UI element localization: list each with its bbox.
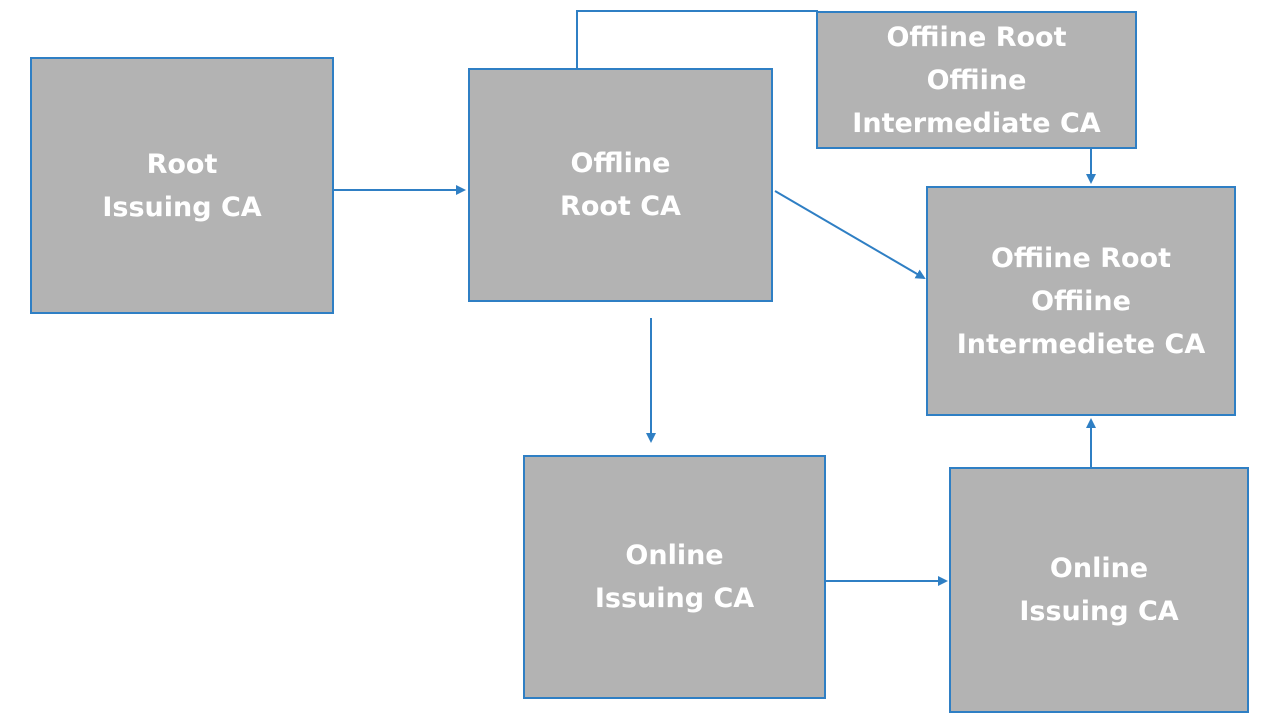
mid-intermediate-ca-box: Offiine Root Offiine Intermediete CA: [926, 186, 1236, 416]
node-label-line: Online: [625, 540, 724, 571]
online-issuing-ca-left-box: Online Issuing CA: [523, 455, 826, 699]
online-issuing-ca-right-box: Online Issuing CA: [949, 467, 1249, 713]
node-label-line: Intermediete CA: [956, 328, 1206, 360]
top-intermediate-ca-box: Offiine Root Offiine Intermediate CA: [816, 11, 1137, 149]
node-label-line: Offiine Root: [990, 242, 1172, 274]
root-issuing-ca-box: Root Issuing CA: [30, 57, 334, 314]
node-label-line: Offiine Root: [886, 21, 1067, 53]
node-label-line: Root CA: [560, 191, 681, 222]
node-label-line: Offiine: [1031, 285, 1131, 317]
arrow-offline-root-to-mid-intermediate: [774, 190, 926, 280]
node-label-line: Online: [1049, 553, 1149, 584]
node-label-line: Offiine: [926, 64, 1027, 96]
node-label-line: Intermediate CA: [852, 107, 1101, 139]
node-label-line: Issuing CA: [1019, 596, 1179, 627]
line-offline-root-to-top-intermediate: [576, 10, 818, 68]
node-label-line: Offline: [570, 148, 671, 179]
node-label-line: Issuing CA: [594, 583, 755, 614]
node-label-line: Root: [146, 148, 218, 180]
offline-root-ca-box: Offline Root CA: [468, 68, 773, 302]
node-label-line: Issuing CA: [102, 191, 262, 223]
